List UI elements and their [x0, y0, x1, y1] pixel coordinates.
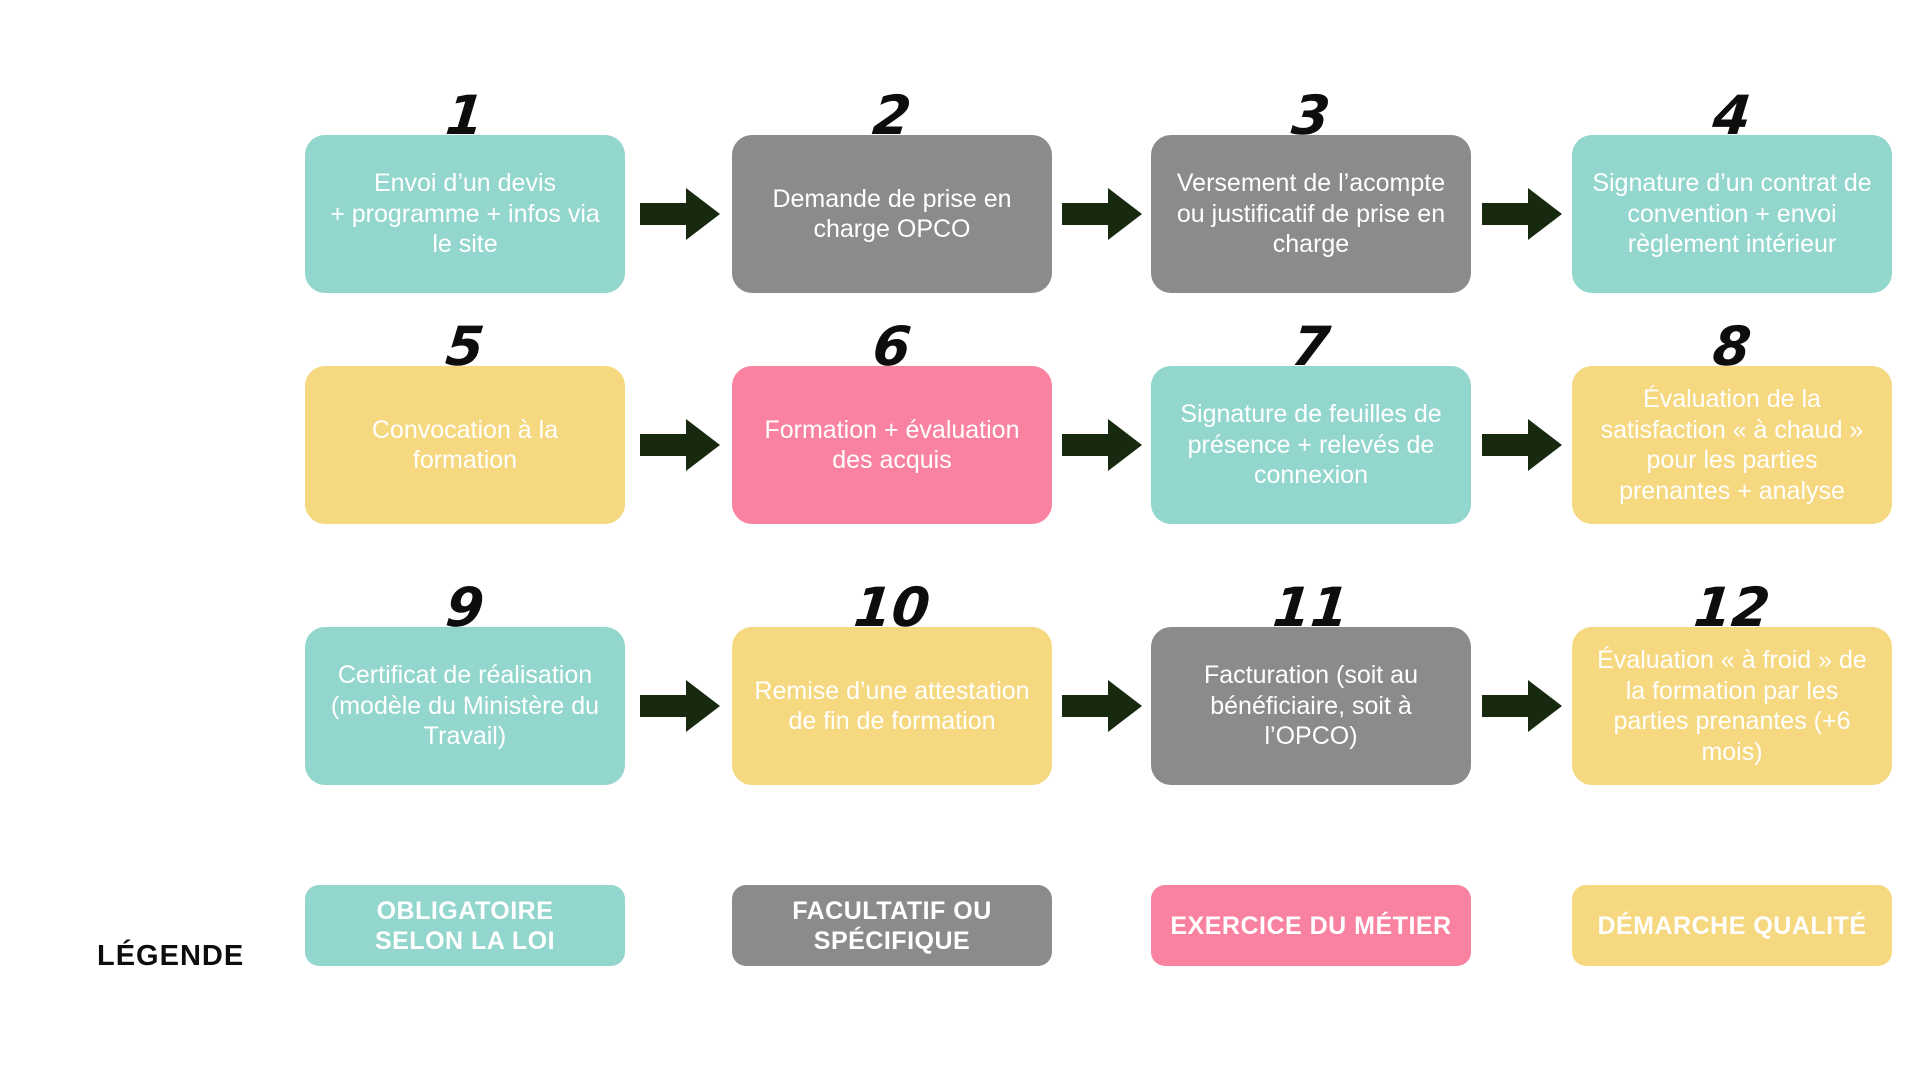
arrow-right-icon	[640, 188, 720, 240]
step-8: 8 Évaluation de la satisfaction « à chau…	[1572, 315, 1892, 524]
step-3: 3 Versement de l’acompte ou justificatif…	[1151, 84, 1471, 293]
legend-item-obligatoire: OBLIGATOIRE SELON LA LOI	[305, 885, 625, 966]
step-11-number: 11	[1270, 576, 1352, 639]
step-6-number: 6	[869, 315, 915, 378]
step-6-label: Formation + évaluation des acquis	[764, 415, 1020, 475]
step-8-box: Évaluation de la satisfaction « à chaud …	[1572, 366, 1892, 524]
step-12: 12 Évaluation « à froid » de la formatio…	[1572, 576, 1892, 785]
step-11: 11 Facturation (soit au bénéficiaire, so…	[1151, 576, 1471, 785]
step-7: 7 Signature de feuilles de présence + re…	[1151, 315, 1471, 524]
step-9-number: 9	[442, 576, 488, 639]
step-12-number: 12	[1691, 576, 1773, 639]
step-10-label: Remise d’une attestation de fin de forma…	[754, 676, 1030, 736]
step-7-box: Signature de feuilles de présence + rele…	[1151, 366, 1471, 524]
legend-item-demarche: DÉMARCHE QUALITÉ	[1572, 885, 1892, 966]
legend-item-exercice: EXERCICE DU MÉTIER	[1151, 885, 1471, 966]
step-1-number: 1	[442, 84, 488, 147]
step-9-label: Certificat de réalisation (modèle du Min…	[330, 661, 600, 751]
step-1-box: Envoi d’un devis + programme + infos via…	[305, 135, 625, 293]
arrow-right-icon	[1062, 419, 1142, 471]
step-4-label: Signature d’un contrat de convention + e…	[1592, 169, 1872, 259]
legend-item-facultatif-label: FACULTATIF OU SPÉCIFIQUE	[792, 896, 992, 955]
legend-item-demarche-label: DÉMARCHE QUALITÉ	[1597, 911, 1867, 940]
step-4-box: Signature d’un contrat de convention + e…	[1572, 135, 1892, 293]
step-9: 9 Certificat de réalisation (modèle du M…	[305, 576, 625, 785]
arrow-right-icon	[640, 680, 720, 732]
arrow-right-icon	[1062, 188, 1142, 240]
step-3-number: 3	[1288, 84, 1334, 147]
step-10-number: 10	[851, 576, 933, 639]
legend-title: LÉGENDE	[97, 940, 245, 972]
step-9-box: Certificat de réalisation (modèle du Min…	[305, 627, 625, 785]
arrow-right-icon	[1482, 419, 1562, 471]
step-7-number: 7	[1288, 315, 1334, 378]
step-11-label: Facturation (soit au bénéficiaire, soit …	[1204, 661, 1418, 751]
arrow-right-icon	[640, 419, 720, 471]
step-12-label: Évaluation « à froid » de la formation p…	[1597, 646, 1867, 766]
step-4: 4 Signature d’un contrat de convention +…	[1572, 84, 1892, 293]
step-2-number: 2	[869, 84, 915, 147]
legend-item-exercice-label: EXERCICE DU MÉTIER	[1170, 911, 1452, 940]
step-2-box: Demande de prise en charge OPCO	[732, 135, 1052, 293]
legend-item-facultatif: FACULTATIF OU SPÉCIFIQUE	[732, 885, 1052, 966]
step-3-label: Versement de l’acompte ou justificatif d…	[1176, 169, 1446, 259]
arrow-right-icon	[1062, 680, 1142, 732]
step-2-label: Demande de prise en charge OPCO	[772, 184, 1012, 244]
step-3-box: Versement de l’acompte ou justificatif d…	[1151, 135, 1471, 293]
step-8-number: 8	[1709, 315, 1755, 378]
step-7-label: Signature de feuilles de présence + rele…	[1180, 400, 1442, 490]
step-4-number: 4	[1709, 84, 1755, 147]
step-10: 10 Remise d’une attestation de fin de fo…	[732, 576, 1052, 785]
legend-item-obligatoire-label: OBLIGATOIRE SELON LA LOI	[374, 896, 556, 955]
step-10-box: Remise d’une attestation de fin de forma…	[732, 627, 1052, 785]
step-12-box: Évaluation « à froid » de la formation p…	[1572, 627, 1892, 785]
step-2: 2 Demande de prise en charge OPCO	[732, 84, 1052, 293]
step-1-label: Envoi d’un devis + programme + infos via…	[330, 169, 600, 259]
step-8-label: Évaluation de la satisfaction « à chaud …	[1600, 385, 1864, 505]
step-6: 6 Formation + évaluation des acquis	[732, 315, 1052, 524]
step-6-box: Formation + évaluation des acquis	[732, 366, 1052, 524]
step-5-number: 5	[442, 315, 488, 378]
step-11-box: Facturation (soit au bénéficiaire, soit …	[1151, 627, 1471, 785]
step-5-label: Convocation à la formation	[371, 415, 559, 475]
arrow-right-icon	[1482, 680, 1562, 732]
step-1: 1 Envoi d’un devis + programme + infos v…	[305, 84, 625, 293]
step-5-box: Convocation à la formation	[305, 366, 625, 524]
step-5: 5 Convocation à la formation	[305, 315, 625, 524]
arrow-right-icon	[1482, 188, 1562, 240]
